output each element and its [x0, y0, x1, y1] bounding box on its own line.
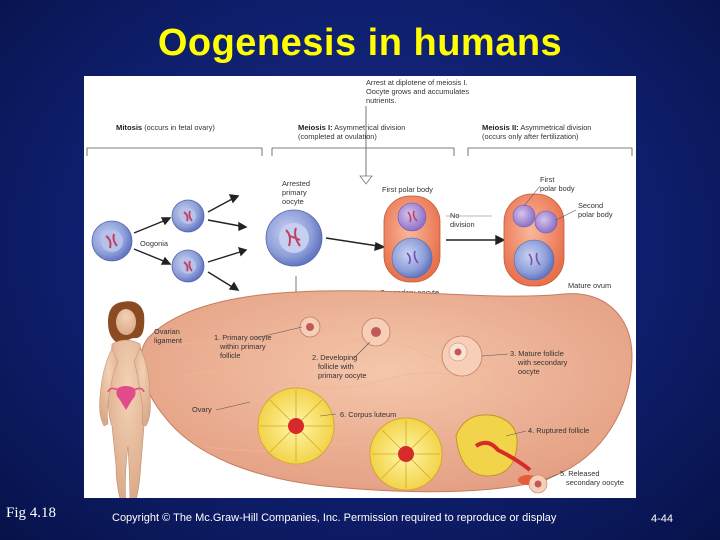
meiosis2-heading: Meiosis II: Asymmetrical division [482, 123, 591, 132]
ovary-label: Ovary [192, 405, 212, 414]
second-polar-body-line-2: polar body [578, 210, 613, 219]
oogonium-cell-left [92, 221, 132, 261]
primary-oocyte-cell [266, 210, 322, 266]
stage1-line-1: 1. Primary oocyte [214, 333, 272, 342]
arrest-arrow [360, 106, 372, 184]
stage4-label: 4. Ruptured follicle [528, 426, 589, 435]
copyright-notice: Copyright © The Mc.Graw-Hill Companies, … [112, 512, 556, 524]
stage5-line-2: secondary oocyte [566, 478, 624, 487]
no-division-line-2: division [450, 220, 475, 229]
slide-title: Oogenesis in humans [0, 22, 720, 65]
meiosis1-heading: Meiosis I: Asymmetrical division [298, 123, 405, 132]
stage6-label: 6. Corpus luteum [340, 410, 396, 419]
mitosis-heading: Mitosis (occurs in fetal ovary) [116, 123, 215, 132]
developing-follicle [362, 318, 390, 346]
arrest-note-line-1: Arrest at diplotene of meiosis I. [366, 78, 467, 87]
mature-ovum-cell [504, 194, 564, 286]
primary-follicle [300, 317, 320, 337]
second-polar-body-line-1: Second [578, 201, 603, 210]
oogonium-cell-bottom [172, 250, 204, 282]
first-polar-body-right-line-2: polar body [540, 184, 575, 193]
arrest-note-line-3: nutrients. [366, 96, 396, 105]
mature-ovum-label: Mature ovum [568, 281, 611, 290]
corpus-luteum-right [370, 418, 442, 490]
meiosis1-subheading: (completed at ovulation) [298, 132, 377, 141]
arrest-note: Arrest at diplotene of meiosis I. Oocyte… [366, 78, 469, 105]
oogenesis-figure: Arrest at diplotene of meiosis I. Oocyte… [84, 76, 636, 498]
arrested-oocyte-line-2: primary [282, 188, 307, 197]
oogonium-cell-top [172, 200, 204, 232]
section-brackets [87, 148, 632, 156]
slide-number: 4-44 [651, 513, 673, 525]
figure-reference: Fig 4.18 [6, 505, 56, 522]
stage3-line-3: oocyte [518, 367, 540, 376]
released-oocyte [529, 475, 547, 493]
stage2-line-2: follicle with [318, 362, 354, 371]
stage1-line-2: within primary [219, 342, 266, 351]
female-figure-illustration [100, 301, 151, 498]
first-polar-body-label: First polar body [382, 185, 433, 194]
meiosis2-arrow [446, 236, 504, 244]
ovarian-ligament-line-1: Ovarian [154, 327, 180, 336]
stage2-line-3: primary oocyte [318, 371, 366, 380]
secondary-oocyte-cell [384, 196, 440, 282]
stage3-line-1: 3. Mature follicle [510, 349, 564, 358]
stage5-line-1: 5. Released [560, 469, 599, 478]
stage1-line-3: follicle [220, 351, 241, 360]
stage3-line-2: with secondary [517, 358, 568, 367]
meiosis1-arrow [326, 238, 384, 250]
stage2-line-1: 2. Developing [312, 353, 357, 362]
meiosis2-subheading: (occurs only after fertilization) [482, 132, 579, 141]
first-polar-body-right-line-1: First [540, 175, 554, 184]
arrested-oocyte-line-1: Arrested [282, 179, 310, 188]
ovarian-ligament-line-2: ligament [154, 336, 182, 345]
corpus-luteum-left [258, 388, 334, 464]
no-division-line-1: No [450, 211, 459, 220]
arrested-oocyte-line-3: oocyte [282, 197, 304, 206]
arrest-note-line-2: Oocyte grows and accumulates [366, 87, 469, 96]
oogonia-label: Oogonia [140, 239, 169, 248]
mature-follicle [442, 336, 482, 376]
